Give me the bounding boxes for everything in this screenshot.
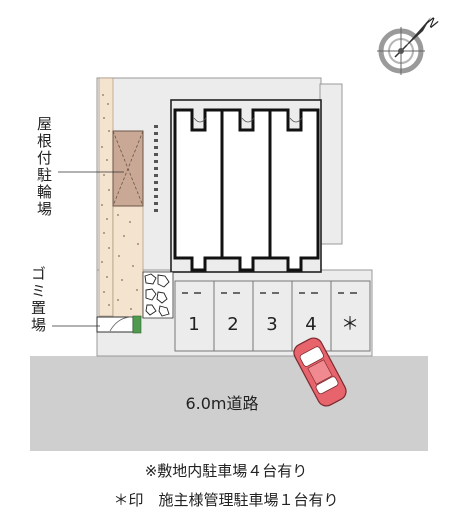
unit-1 [173, 108, 224, 272]
parking-space-4: 4 [305, 314, 316, 335]
road-label: 6.0m道路 [185, 394, 258, 413]
rock-pattern [144, 273, 170, 317]
road [30, 356, 428, 451]
parking-dividers [213, 281, 332, 351]
parking-space-1: 1 [188, 314, 199, 335]
parking-space-owner: ＊ [341, 314, 359, 335]
car-icon [293, 337, 347, 407]
garden-lower [112, 204, 144, 318]
parking-note-1: ※敷地内駐車場４台有り [144, 462, 308, 480]
balcony-marks [193, 117, 303, 123]
garden-texture [101, 94, 110, 306]
garden-lower-texture [117, 214, 139, 310]
hedge [132, 315, 142, 334]
unit-2 [220, 108, 272, 272]
garbage-label: ゴミ置場 [29, 266, 47, 334]
garden-strip [98, 77, 114, 317]
north-mark: N [423, 15, 440, 33]
compass-icon [377, 17, 431, 75]
fence-column [154, 125, 158, 212]
unit-3 [268, 108, 320, 272]
garbage-arc [109, 316, 133, 332]
parking-note-2: ＊印 施主様管理駐車場１台有り [113, 491, 339, 509]
site-right-wing [319, 83, 343, 245]
bike-shed-label: 屋根付駐輪場 [35, 116, 53, 218]
bike-shed-cross-b [112, 130, 144, 207]
parking-space-2: 2 [227, 314, 238, 335]
parking-space-3: 3 [266, 314, 277, 335]
